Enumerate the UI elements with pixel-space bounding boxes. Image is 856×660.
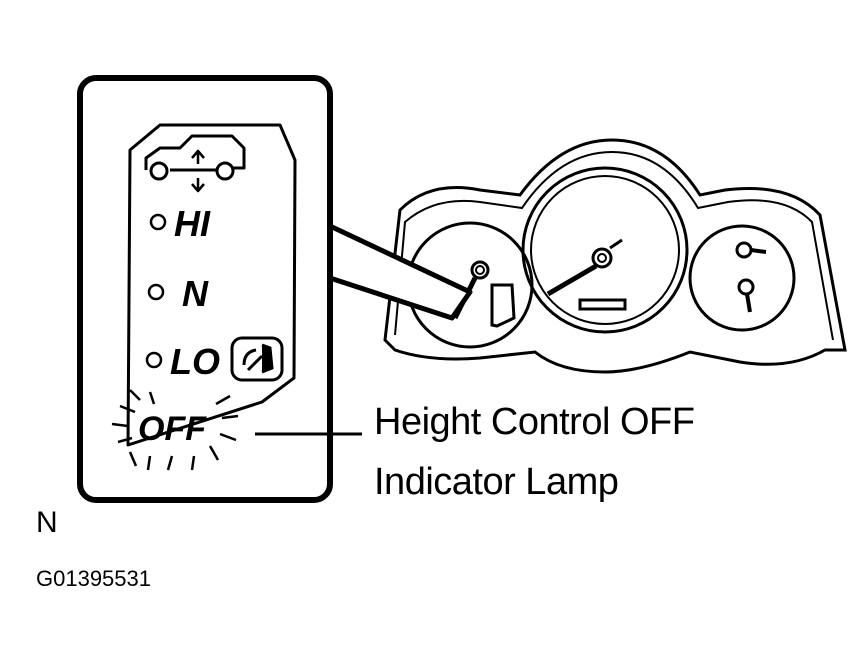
right-gauge bbox=[688, 224, 796, 332]
lo-label: LO bbox=[170, 341, 220, 382]
callout-label-line1: Height Control OFF bbox=[374, 401, 695, 443]
switch-face bbox=[126, 123, 297, 447]
vehicle-height-icon bbox=[144, 134, 246, 193]
height-indicator-lamp-on-cluster bbox=[490, 283, 516, 328]
cluster-housing bbox=[383, 138, 847, 374]
flash-rays-icon bbox=[111, 389, 239, 471]
height-control-warning-icon bbox=[230, 336, 284, 382]
odometer-display bbox=[578, 298, 627, 311]
lo-indicator-dot bbox=[145, 351, 163, 369]
off-indicator-lamp: OFF bbox=[111, 389, 239, 471]
n-label: N bbox=[182, 273, 209, 314]
instrument-cluster bbox=[383, 138, 847, 374]
figure-code: G01395531 bbox=[36, 566, 151, 591]
n-indicator-dot bbox=[147, 283, 165, 301]
hi-label: HI bbox=[174, 203, 211, 244]
callout-label-line2: Indicator Lamp bbox=[374, 461, 619, 503]
center-gauge bbox=[521, 166, 689, 334]
figure-letter: N bbox=[36, 506, 58, 539]
cluster-inner-outline bbox=[394, 150, 834, 341]
zoom-connector bbox=[327, 223, 473, 321]
off-label: OFF bbox=[138, 410, 207, 448]
hi-indicator-dot bbox=[149, 213, 167, 231]
zoom-panel-frame bbox=[77, 75, 333, 503]
